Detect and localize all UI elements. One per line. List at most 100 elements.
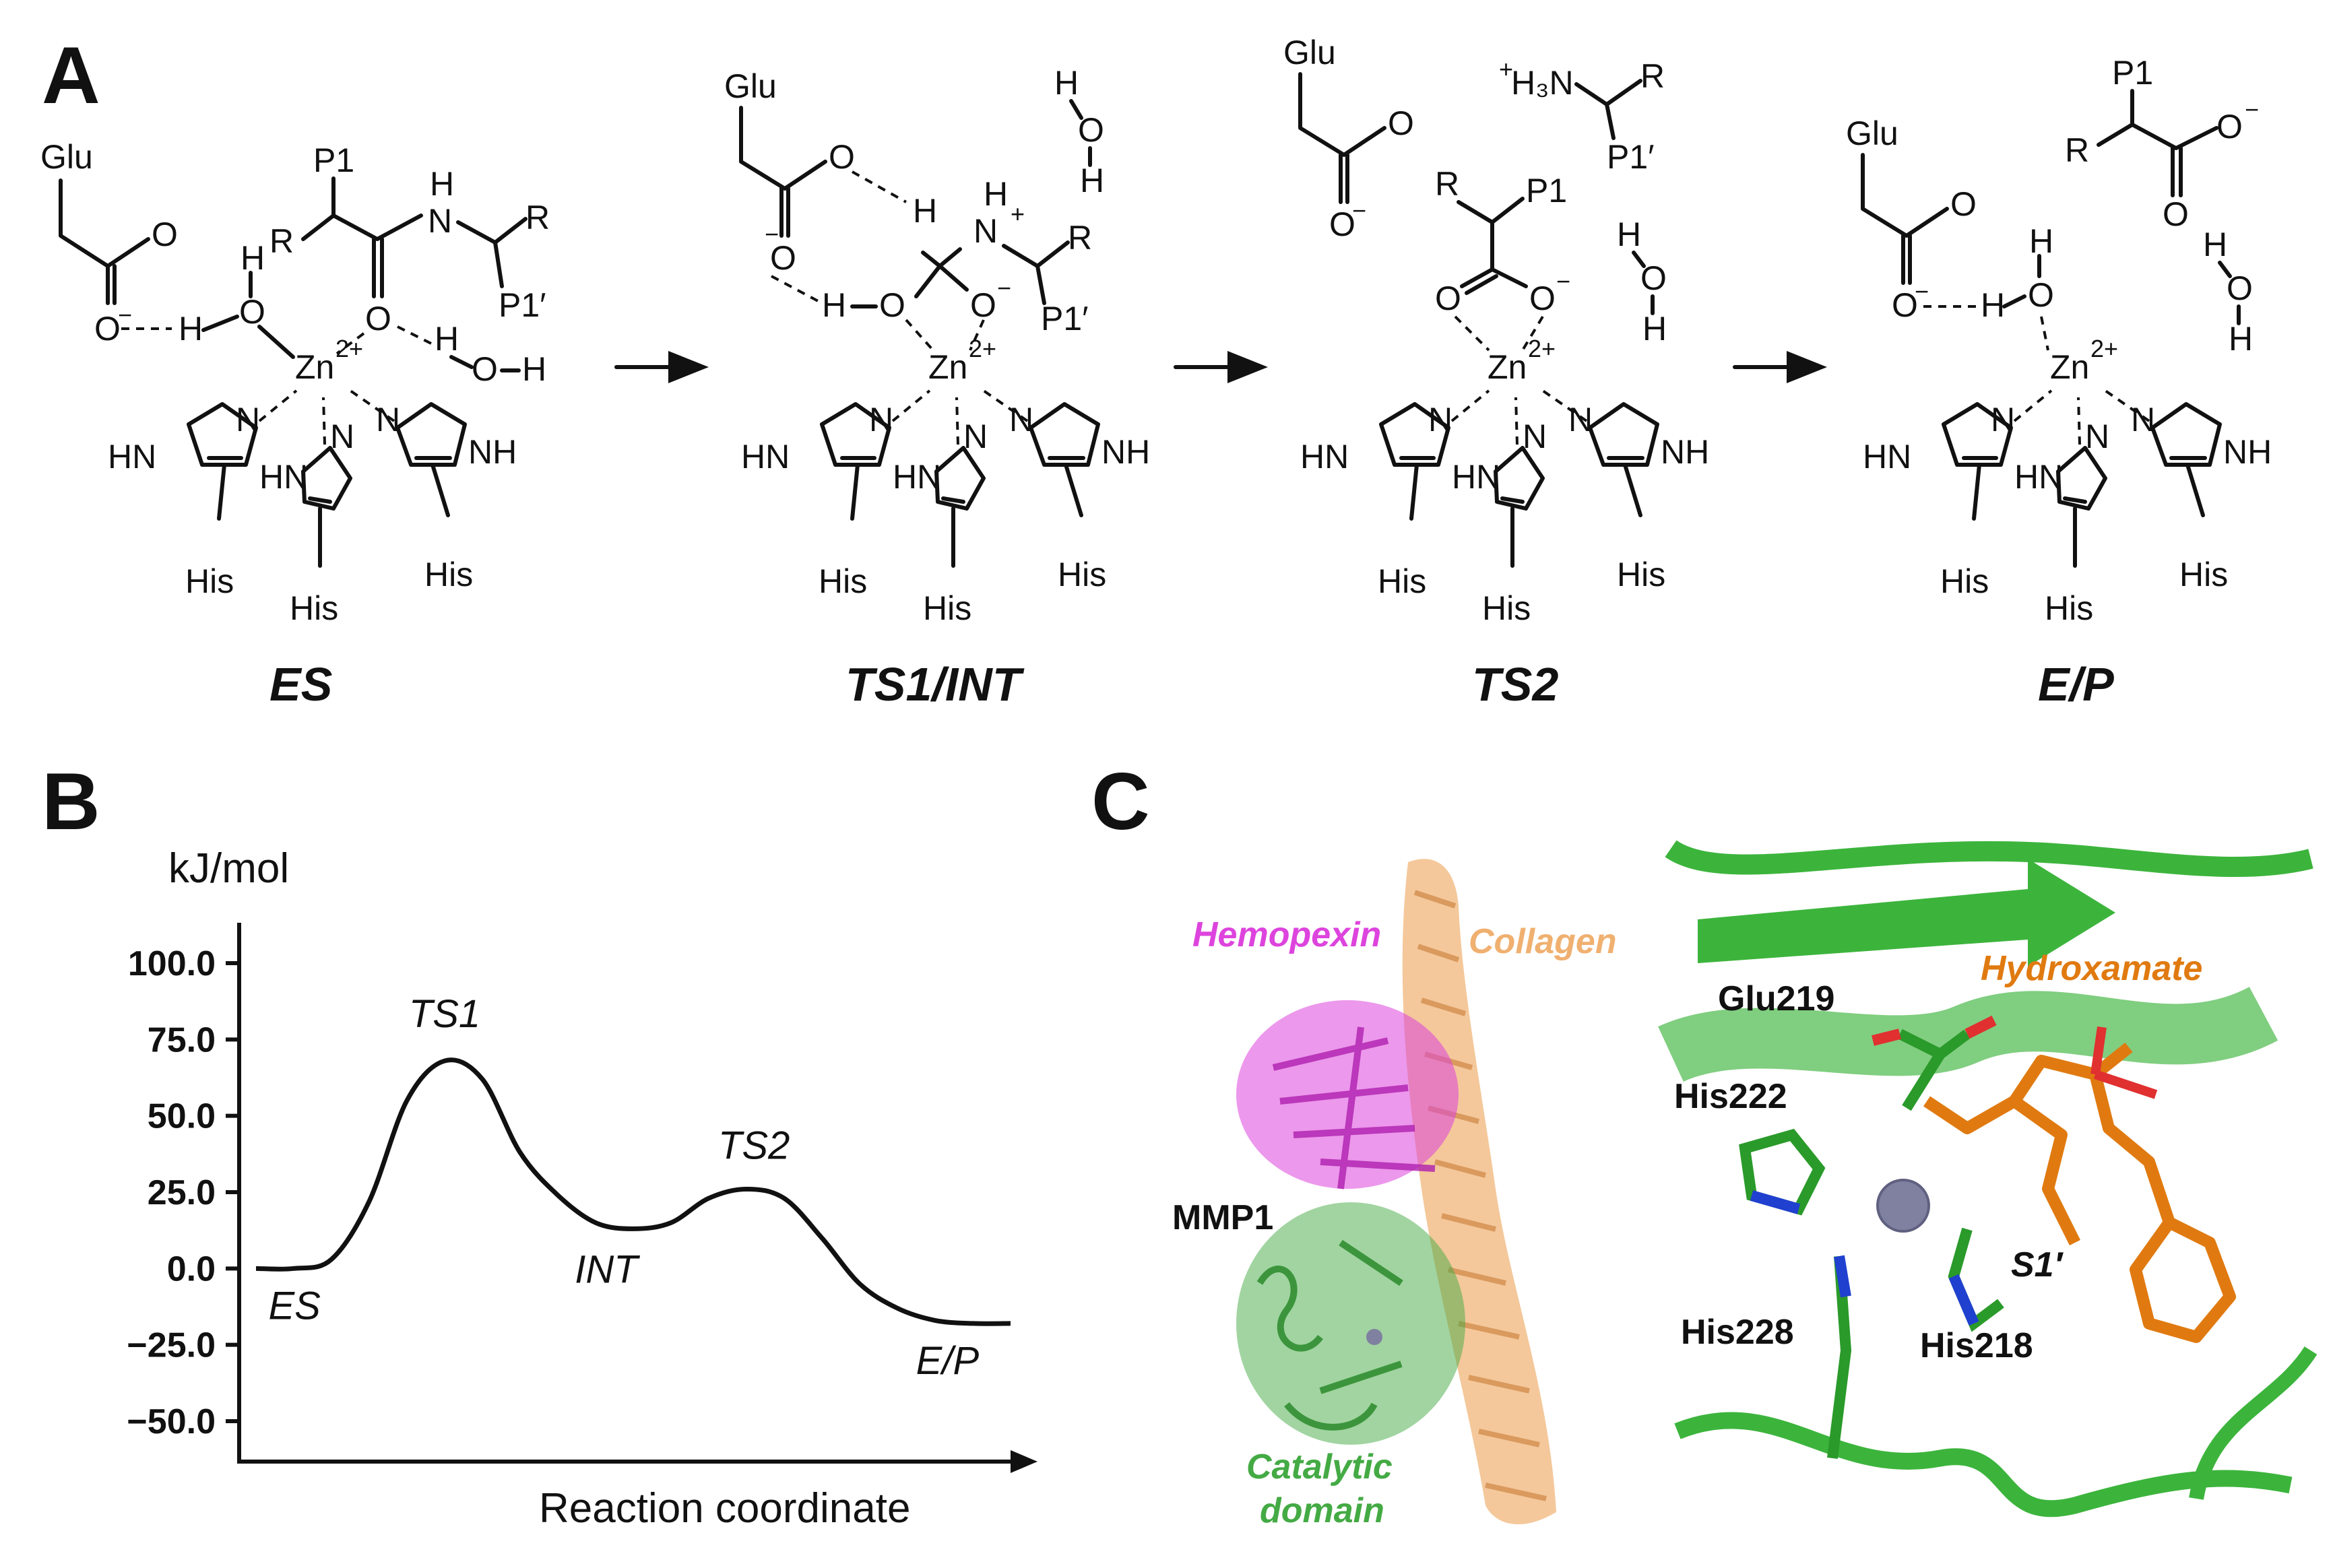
his-nh-right: NH: [468, 433, 517, 471]
minus-sign-2: −: [2245, 96, 2259, 123]
o-water2: O: [472, 350, 498, 388]
his-label-left: His: [819, 562, 867, 600]
water-o: O: [1640, 259, 1667, 297]
amine-plus: +: [1499, 55, 1513, 83]
state-es: Glu O O − H O H P1 R O N H R P1′ H O H: [40, 138, 550, 711]
o-bottom: O: [2163, 195, 2189, 233]
point-label-int: INT: [575, 1247, 640, 1291]
backbone-loop-right: [2189, 1346, 2318, 1500]
n-h-label: H: [984, 175, 1008, 213]
y-tick-label: 100.0: [128, 944, 216, 983]
hemopexin-blades: [1272, 1026, 1436, 1189]
o-hydroxyl: O: [879, 286, 905, 324]
p1-prime-label: P1′: [499, 286, 546, 324]
his-label-mid: His: [290, 589, 338, 627]
point-label-es: ES: [269, 1284, 321, 1328]
energy-profile-chart: kJ/mol 100.075.050.025.00.0−25.0−50.0 ES…: [127, 845, 1037, 1532]
his-nh-mid: HN: [259, 458, 308, 496]
his-n-mid: N: [963, 418, 988, 455]
o-water: O: [2028, 276, 2054, 314]
minus-sign: −: [1352, 197, 1366, 224]
his-n-right: N: [376, 401, 400, 438]
h-water-top: H: [2029, 222, 2053, 260]
r-label: R: [2065, 131, 2089, 169]
beta-strand-arrow: [1698, 859, 2115, 967]
hemopexin-label: Hemopexin: [1192, 915, 1381, 954]
o-top: O: [2216, 108, 2243, 145]
his-label-right: His: [424, 556, 473, 593]
his-nh-mid: HN: [1452, 458, 1500, 496]
his-nh-left: HN: [1863, 438, 1911, 476]
his-nh-right: NH: [1661, 433, 1709, 471]
panel-letter-a: A: [42, 30, 100, 121]
amine-label: H₃N: [1511, 64, 1574, 102]
mmp1-label: MMP1: [1172, 1198, 1273, 1237]
glu-label: Glu: [1283, 34, 1336, 71]
x-axis-arrowhead: [1011, 1450, 1037, 1473]
his228-nitrogen: [1834, 1255, 1851, 1298]
zn-charge: 2+: [969, 335, 996, 362]
his-label-mid: His: [1482, 589, 1531, 627]
his-label-left: His: [1378, 562, 1426, 600]
backbone-loop-bottom: [1674, 1412, 2293, 1517]
mmp1-collagen-overview: Hemopexin Collagen MMP1 Catalytic domain: [1172, 859, 1617, 1530]
zn-label: Zn: [295, 348, 334, 386]
o-carbonyl: O: [1388, 104, 1414, 142]
active-site-closeup: Glu219 His222 His228 His218 Hydroxamate …: [1658, 840, 2318, 1556]
his-n-left: N: [869, 401, 893, 438]
glu219-label: Glu219: [1718, 979, 1834, 1018]
hydroxamate-ligand: [1923, 1042, 2236, 1343]
h-water-top: H: [241, 239, 265, 277]
o-minus: O: [1892, 286, 1918, 324]
collagen-label: Collagen: [1469, 922, 1617, 961]
his-label-right: His: [2179, 556, 2228, 593]
structure-panel: Hemopexin Collagen MMP1 Catalytic domain…: [1172, 840, 2318, 1556]
y-tick-label: 0.0: [167, 1249, 216, 1288]
n-plus: +: [1011, 200, 1025, 228]
r-top-label: R: [1640, 57, 1665, 95]
o-carbonyl: O: [152, 216, 178, 253]
minus-sign-2: −: [997, 274, 1011, 302]
state-label-es: ES: [269, 658, 332, 711]
o-minus: O: [770, 239, 796, 277]
catalytic-domain: [1236, 1202, 1465, 1445]
his-label-right: His: [1058, 556, 1106, 593]
his222-label: His222: [1674, 1077, 1787, 1116]
state-e-p: Glu O O − H O H P1 R O − O H O H Zn 2+ H…: [1846, 54, 2272, 711]
energy-curve: [255, 1057, 1011, 1326]
his-n-mid: N: [2085, 418, 2109, 455]
o-alkoxide: O: [970, 286, 996, 324]
state-label-e-p: E/P: [2038, 658, 2114, 711]
catalytic-label-1: Catalytic: [1246, 1447, 1393, 1487]
his-n-mid: N: [1523, 418, 1547, 455]
his222-nitrogen: [1750, 1190, 1801, 1214]
his-nh-left: HN: [108, 438, 156, 476]
zn-charge: 2+: [335, 335, 363, 362]
zn-label: Zn: [1488, 348, 1527, 386]
glu219-sidechain: [1897, 1028, 1971, 1111]
his-label-right: His: [1617, 556, 1665, 593]
h-water: H: [179, 310, 203, 348]
h-amine: H: [913, 192, 937, 230]
state-label-ts2: TS2: [1472, 658, 1558, 711]
his-n-right: N: [1568, 401, 1593, 438]
state-label-ts1-int: TS1/INT: [845, 658, 1025, 711]
his-label-left: His: [185, 562, 234, 600]
y-tick-label: −25.0: [127, 1326, 216, 1365]
water-h1: H: [2203, 226, 2227, 263]
his-label-mid: His: [2045, 589, 2093, 627]
catalytic-label-2: domain: [1260, 1491, 1384, 1530]
h-water2b: H: [522, 350, 546, 388]
o-minus: O: [94, 310, 121, 348]
glu-label: Glu: [1846, 115, 1898, 152]
zinc-ion: [1876, 1179, 1930, 1233]
his-label-left: His: [1940, 562, 1989, 600]
p1-label: P1: [2112, 54, 2153, 92]
his-n-left: N: [1991, 401, 2015, 438]
his-nh-mid: HN: [2014, 458, 2063, 496]
s1-prime-label: S1′: [2011, 1245, 2064, 1284]
zn-charge: 2+: [2090, 335, 2118, 362]
p1-label: P1: [313, 141, 354, 179]
r-label: R: [1435, 165, 1459, 203]
